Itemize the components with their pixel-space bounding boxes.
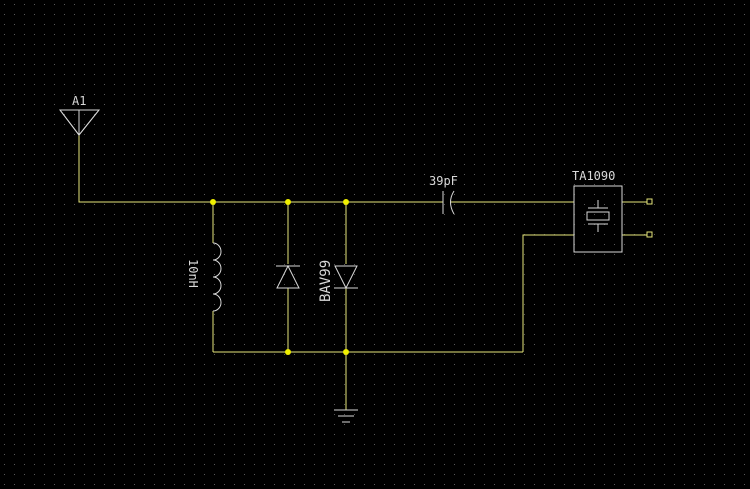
junction-dot bbox=[285, 199, 291, 205]
inductor-symbol[interactable] bbox=[212, 242, 222, 312]
antenna-symbol[interactable] bbox=[58, 109, 101, 136]
diode-2-symbol[interactable] bbox=[334, 265, 358, 290]
junction-dot bbox=[343, 199, 349, 205]
wires bbox=[78, 135, 647, 410]
diode-triangle-icon bbox=[276, 264, 300, 289]
capacitor-value: 39pF bbox=[429, 174, 458, 188]
diode-part-label: BAV99 bbox=[318, 260, 334, 302]
wire-filter-return[interactable] bbox=[522, 234, 574, 352]
inductor-value: 10nH bbox=[186, 259, 200, 288]
capacitor-symbol[interactable] bbox=[442, 190, 455, 215]
junction-dot bbox=[210, 199, 216, 205]
inductor-coil-icon bbox=[212, 242, 222, 312]
diode-triangle-icon bbox=[334, 265, 358, 290]
diode-1-symbol[interactable] bbox=[276, 264, 300, 289]
antenna-designator: A1 bbox=[72, 94, 86, 108]
output-pin-2[interactable] bbox=[646, 231, 653, 238]
capacitor-curved-plate-icon bbox=[450, 190, 455, 215]
wire-antenna-feed[interactable] bbox=[78, 135, 443, 203]
ground-symbol[interactable] bbox=[334, 409, 358, 423]
filter-symbol[interactable] bbox=[573, 185, 623, 253]
junction-dot bbox=[343, 349, 349, 355]
crystal-icon bbox=[586, 211, 610, 221]
output-pin-1[interactable] bbox=[646, 198, 653, 205]
filter-part-label: TA1090 bbox=[572, 169, 615, 183]
filter-body bbox=[573, 185, 623, 253]
junction-dot bbox=[285, 349, 291, 355]
junctions bbox=[210, 199, 349, 355]
